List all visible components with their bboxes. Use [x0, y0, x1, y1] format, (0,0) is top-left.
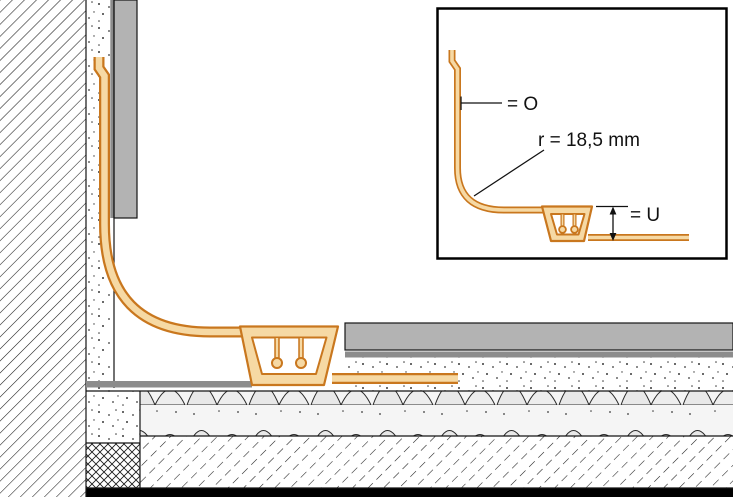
substrate-hatch — [140, 436, 733, 488]
detail-inset: = O r = 18,5 mm = U — [436, 7, 728, 260]
wall-tile — [113, 0, 138, 219]
profile-anchor-prongs-core — [275, 338, 303, 359]
dim-arrow-u-top — [609, 206, 617, 215]
profile-anchor-prong-foot-left — [271, 357, 283, 369]
dim-arrow-u-bottom — [609, 233, 617, 241]
dimension-o: = O — [460, 94, 538, 115]
inset-anchor-prongs-core — [561, 214, 576, 226]
inset-prong-foot-left — [558, 225, 567, 234]
profile-anchor-prong-foot-right — [295, 357, 307, 369]
inset-profile-radius-inner — [450, 50, 545, 212]
inset-anchor-foot-cavity — [550, 213, 586, 236]
inset-profile — [448, 50, 689, 243]
corner-mortar-layer — [86, 391, 140, 443]
dim-lines-u — [596, 205, 628, 234]
dim-tick-o — [460, 96, 502, 110]
inset-prong-foot-right — [570, 225, 579, 234]
wall-hatching — [0, 0, 86, 497]
floor-tile — [344, 322, 733, 351]
profile-radius-inner — [95, 57, 243, 336]
substrate-layer — [140, 436, 733, 488]
screed-layer — [140, 391, 733, 436]
cove-profile — [93, 57, 458, 387]
base-slab-strip — [86, 488, 733, 497]
profile-anchor-foot-cavity — [251, 336, 328, 375]
corner-mortar-stipple — [86, 391, 140, 443]
dimension-radius: r = 18,5 mm — [473, 130, 640, 197]
insulation-crosshatch — [86, 443, 140, 488]
dim-label-radius: r = 18,5 mm — [538, 130, 640, 151]
wall-adhesive-layer — [110, 0, 114, 218]
wall-structure — [0, 0, 86, 497]
dim-label-o: = O — [507, 94, 538, 115]
dimension-u: = U — [596, 205, 660, 241]
floor-adhesive-layer — [345, 351, 733, 358]
waterproofing-membrane — [86, 381, 252, 388]
dim-leader-radius — [473, 149, 545, 197]
layer-boundaries — [85, 0, 733, 497]
insulation-block — [86, 443, 140, 488]
dim-label-u: = U — [630, 205, 660, 226]
